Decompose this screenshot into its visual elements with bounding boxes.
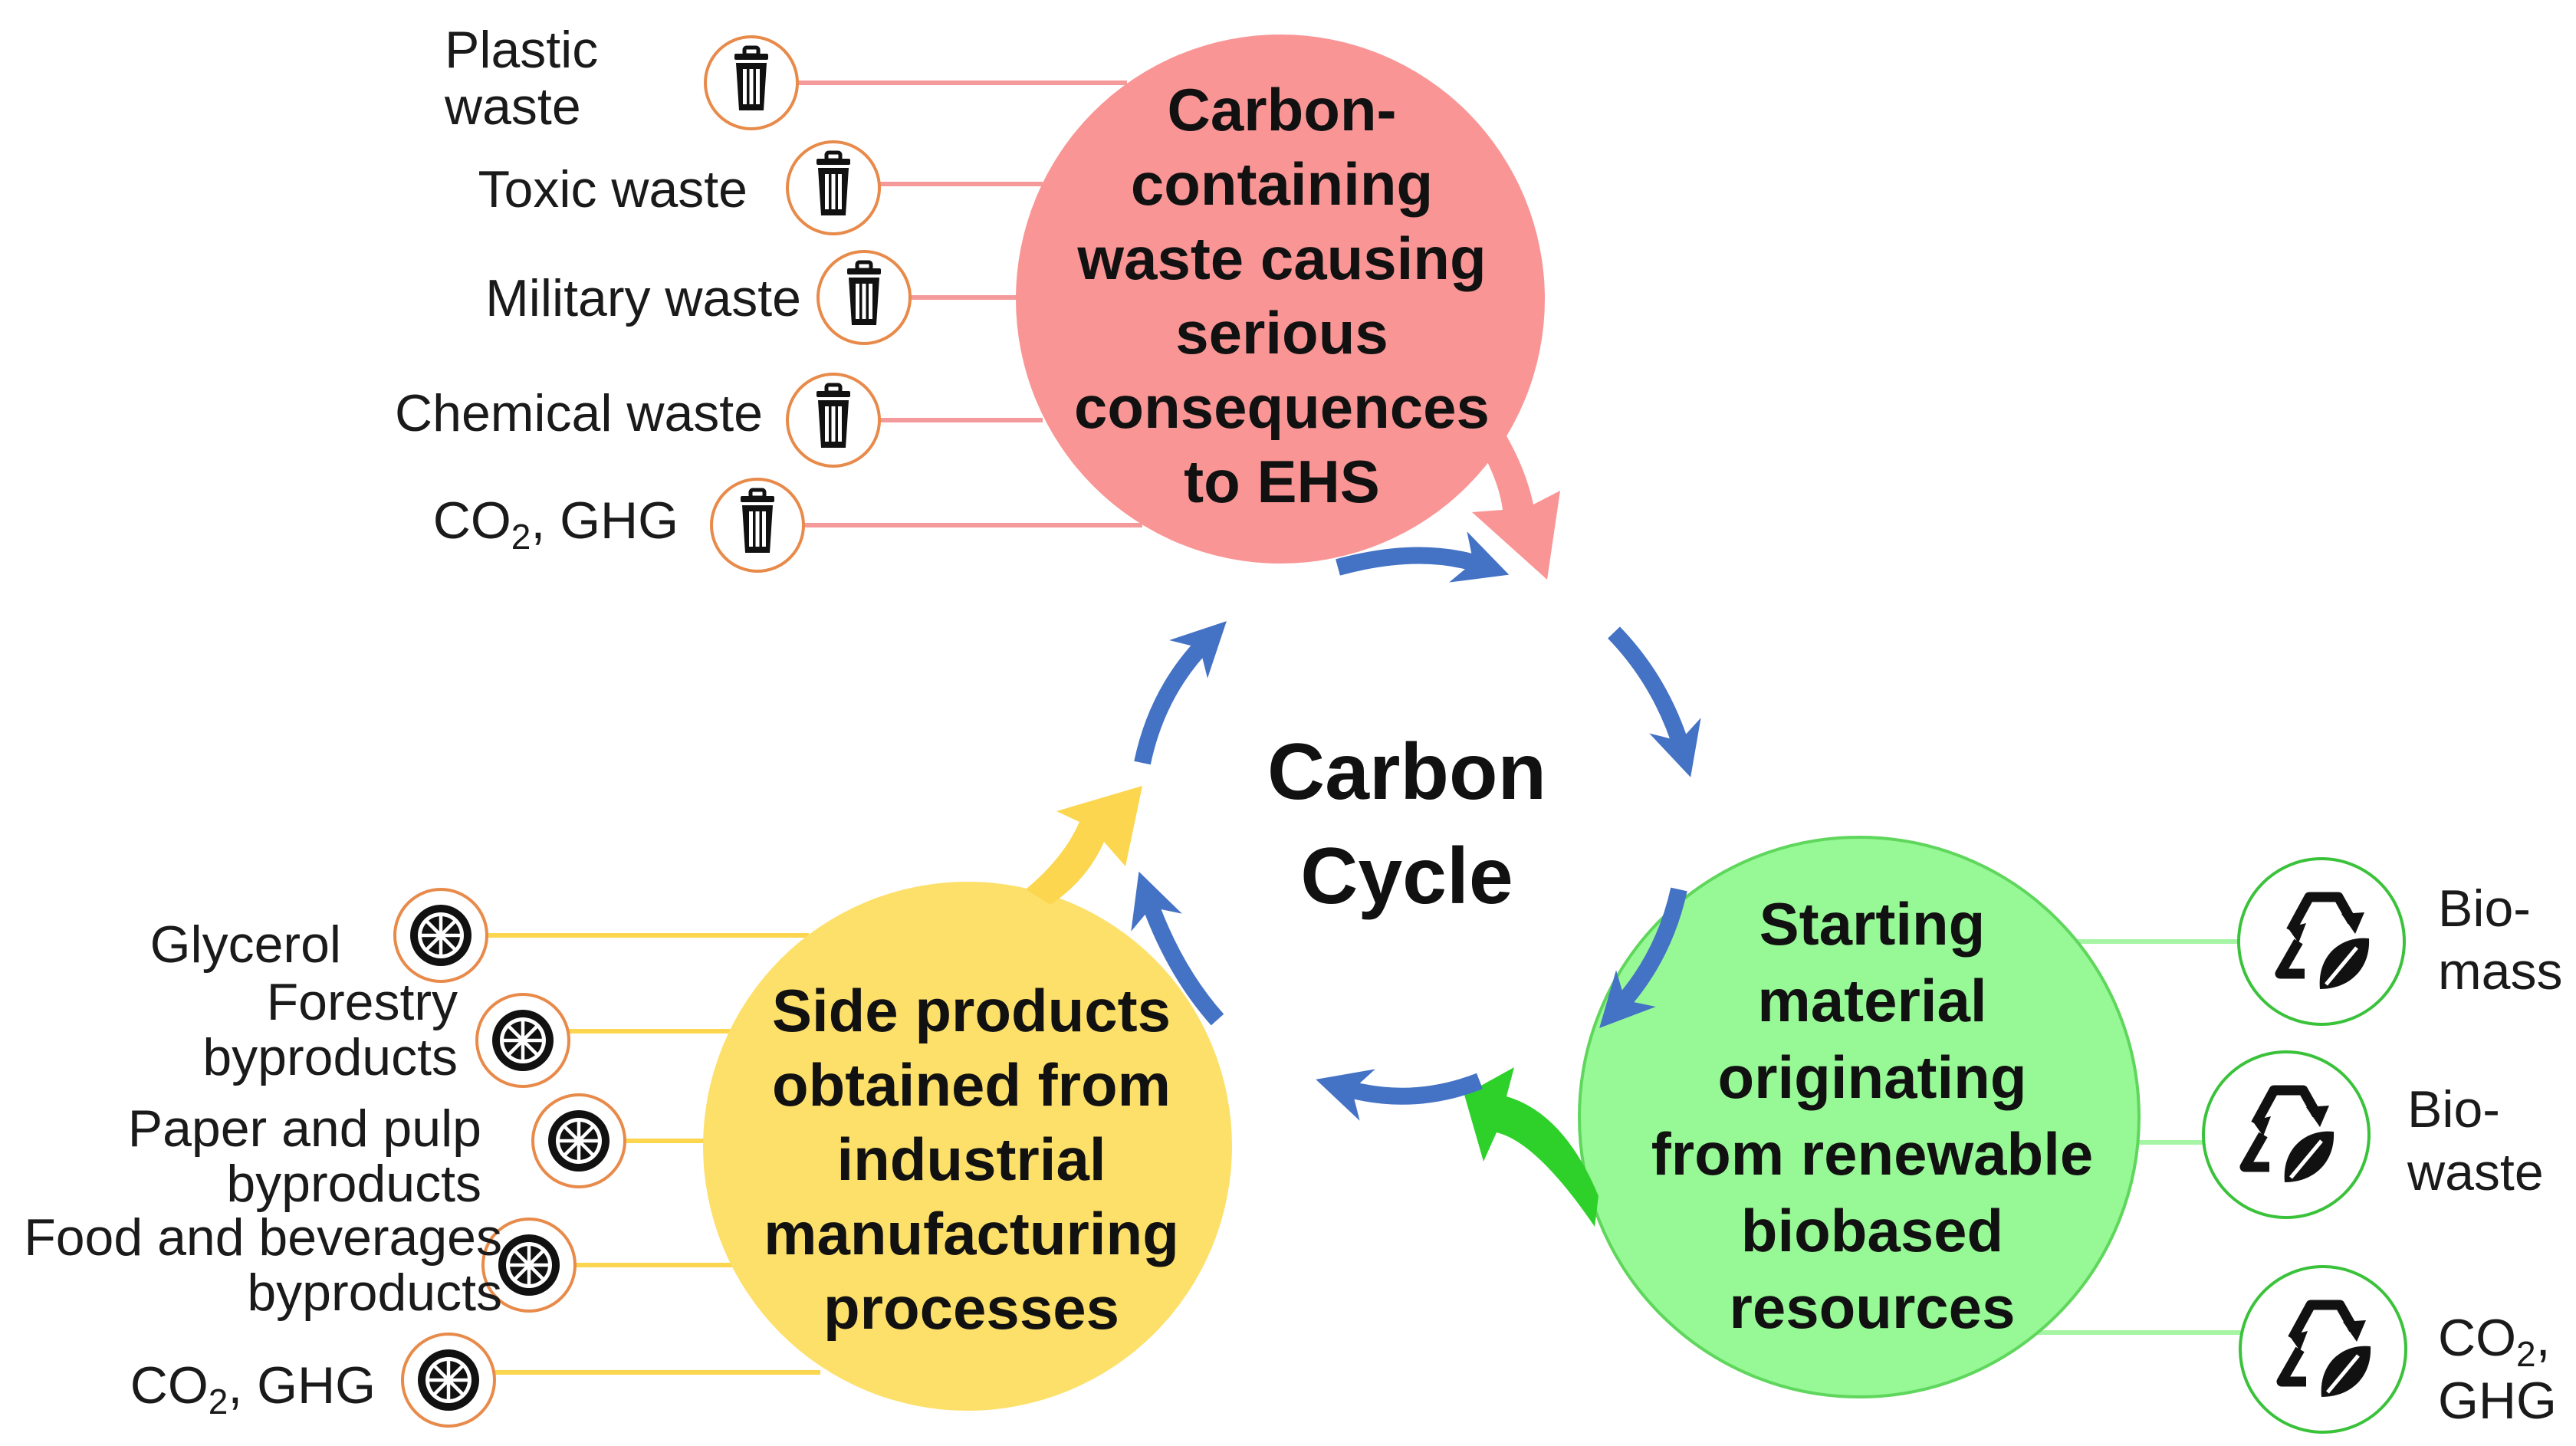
label-line: Paper and pulp (128, 1099, 481, 1158)
item-label: Bio-waste (2407, 1080, 2544, 1201)
item-label: Chemical waste (395, 384, 763, 442)
hub-label-line: originating (1718, 1043, 2027, 1111)
label-line: byproducts (247, 1264, 502, 1322)
wheel-icon (410, 905, 472, 966)
cycle-arrow-bottom (1316, 1069, 1483, 1121)
label-subscript: 2 (511, 517, 531, 557)
industrial-hub-circle (703, 882, 1232, 1411)
label-line: Military waste (485, 269, 801, 327)
renewable-hub-circle (1578, 836, 2141, 1398)
trash-can-icon (816, 153, 850, 215)
waste-inflow-arrow (1472, 429, 1560, 580)
item-label: Bio-mass (2438, 879, 2562, 1001)
item-label: CO2,GHG (2438, 1309, 2557, 1430)
industrial-connector-lines (485, 933, 820, 1375)
waste-hub-circle (1016, 35, 1545, 564)
cycle-arrow-top (1336, 531, 1510, 583)
label-ghg: GHG (2438, 1372, 2557, 1430)
label-line: byproducts (202, 1028, 458, 1086)
waste-hub-label: Carbon-containing waste causing serious con… (1074, 76, 1490, 515)
cycle-arrow-upper-right (1608, 626, 1701, 777)
cycle-arrows (1131, 531, 1701, 1121)
cycle-arrow-right (1599, 887, 1687, 1028)
renewable-hub-label: Starting material originating from renewabl… (1651, 890, 2094, 1341)
hub-label-line: resources (1730, 1273, 2016, 1341)
trash-can-icon (847, 262, 881, 325)
label-ghg: , GHG (531, 491, 678, 550)
label-ghg: , GHG (228, 1356, 376, 1415)
hub-label-line: Side products (772, 977, 1171, 1044)
item-label: CO2, GHG (433, 491, 678, 557)
item-label: Military waste (485, 269, 801, 327)
hub-label-line: industrial (836, 1126, 1106, 1193)
wheel-icon (492, 1010, 554, 1071)
hub-label-line: material (1757, 967, 1986, 1034)
trash-can-icon (734, 48, 768, 110)
center-title-line2: Cycle (1300, 832, 1513, 921)
hub-label-line: consequences (1074, 373, 1490, 441)
label-line: Food and beverages (24, 1208, 502, 1267)
label-line: Bio- (2407, 1080, 2500, 1139)
hub-label-line: from renewable (1651, 1120, 2094, 1188)
item-label: CO2, GHG (130, 1356, 376, 1421)
label-subscript: 2 (2516, 1334, 2536, 1374)
label-line: Glycerol (150, 915, 341, 974)
icon-ring (2239, 1265, 2407, 1434)
cycle-arrow-left (1134, 621, 1227, 765)
hub-label-line: to EHS (1184, 448, 1380, 515)
label-line: Toxic waste (478, 160, 748, 219)
waste-connector-lines (796, 81, 1142, 527)
trash-can-icon (741, 490, 774, 553)
label-line: waste (2407, 1143, 2544, 1201)
label-line: Forestry (267, 973, 458, 1031)
hub-label-line: containing (1131, 150, 1433, 218)
hub-label-line: biobased (1741, 1197, 2003, 1264)
wheel-icon (498, 1234, 560, 1296)
icon-ring (2237, 857, 2406, 1026)
cycle-arrow-lower-left (1131, 871, 1224, 1026)
hub-label-line: serious (1175, 299, 1388, 366)
hub-label-line: manufacturing (764, 1200, 1179, 1267)
hub-label-line: obtained from (772, 1051, 1171, 1119)
wheel-icon (418, 1349, 479, 1411)
label-line: mass (2438, 942, 2562, 1001)
wheel-icon (548, 1110, 610, 1172)
hub-label-line: Starting (1760, 890, 1986, 958)
renewable-inflow-arrow (1464, 1067, 1598, 1227)
label-co: CO (2438, 1309, 2516, 1367)
item-label: Toxic waste (478, 160, 748, 219)
hub-label-line: Carbon- (1168, 76, 1397, 143)
item-label: Glycerol (150, 915, 341, 974)
label-line: byproducts (226, 1155, 481, 1213)
center-title: Carbon (1267, 728, 1546, 817)
label-line: Plastic (445, 21, 598, 79)
trash-can-icon (816, 385, 850, 448)
icon-ring (2202, 1050, 2371, 1219)
hub-label-line: processes (823, 1274, 1119, 1342)
label-ghg: , (2536, 1309, 2551, 1367)
label-co: CO (433, 491, 511, 550)
industrial-inflow-arrow (1026, 786, 1142, 905)
label-co: CO (130, 1356, 209, 1415)
label-line: Chemical waste (395, 384, 763, 442)
label-line: waste (444, 77, 581, 136)
label-subscript: 2 (209, 1382, 228, 1421)
industrial-hub-label: Side products obtained from industrial manu… (764, 977, 1179, 1342)
label-line: Bio- (2438, 879, 2531, 938)
hub-label-line: waste causing (1076, 225, 1486, 292)
